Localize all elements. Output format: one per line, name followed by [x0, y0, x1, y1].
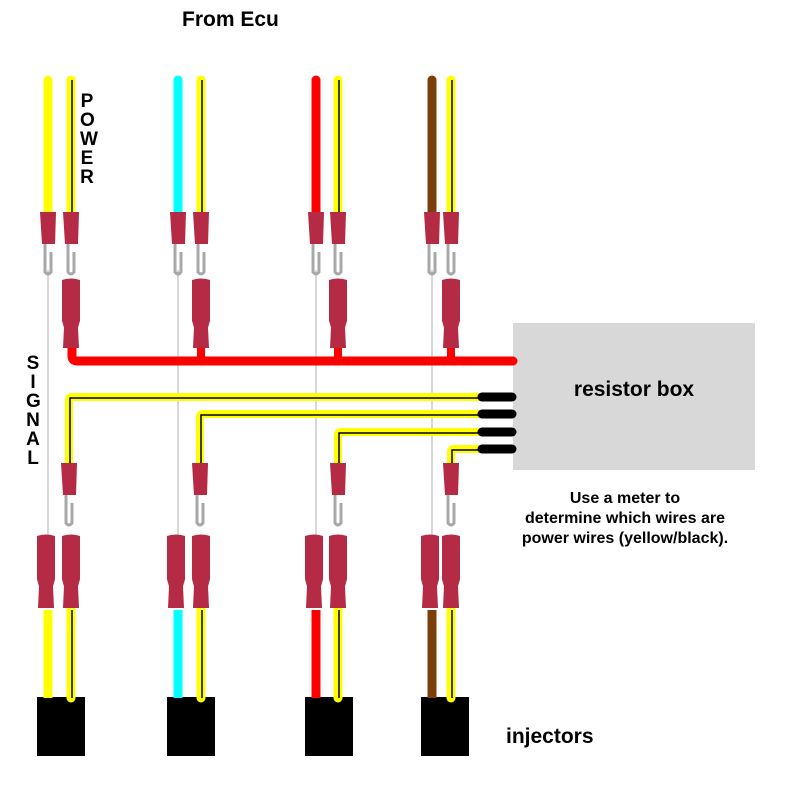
- power-label: POWER: [80, 91, 98, 188]
- connector-sleeve: [443, 463, 459, 495]
- connector-pin: [446, 495, 456, 527]
- connector-sleeve: [192, 278, 210, 348]
- connector-pin: [173, 244, 183, 276]
- connector-sleeve: [193, 212, 209, 244]
- female-connector: [329, 278, 347, 348]
- note-line-3: power wires (yellow/black).: [521, 530, 729, 547]
- connector-pin: [427, 244, 437, 276]
- connector-sleeve: [421, 534, 439, 608]
- connector-layer: [37, 212, 460, 608]
- injector-block: [305, 697, 353, 756]
- male-spade-connector: [330, 463, 346, 527]
- connector-pin: [333, 495, 343, 527]
- connector-sleeve: [63, 212, 79, 244]
- connector-pin: [196, 244, 206, 276]
- connector-sleeve: [329, 278, 347, 348]
- connector-sleeve: [329, 534, 347, 608]
- signal-wire-stripe: [200, 414, 485, 465]
- male-spade-connector: [61, 463, 77, 527]
- injectors-label: injectors: [506, 725, 594, 748]
- connector-sleeve: [330, 463, 346, 495]
- female-connector: [329, 534, 347, 608]
- power-bus-wire: [67, 343, 518, 366]
- connector-pin: [333, 244, 343, 276]
- male-spade-connector: [170, 212, 186, 276]
- wire-layer: [43, 75, 518, 703]
- male-spade-connector: [63, 212, 79, 276]
- connector-pin: [446, 244, 456, 276]
- connector-sleeve: [330, 212, 346, 244]
- signal-wire-stripe: [69, 397, 485, 465]
- bus-tap: [197, 348, 205, 358]
- connector-sleeve: [308, 212, 324, 244]
- female-connector: [442, 534, 460, 608]
- connector-sleeve: [424, 212, 440, 244]
- connector-pin: [64, 495, 74, 527]
- connector-sleeve: [40, 212, 56, 244]
- signal-wire: [196, 410, 485, 465]
- note-line-1: Use a meter to: [569, 490, 681, 507]
- connector-sleeve: [61, 463, 77, 495]
- male-spade-connector: [443, 212, 459, 276]
- male-spade-connector: [192, 463, 208, 527]
- female-connector: [62, 278, 80, 348]
- injector-block: [37, 697, 85, 756]
- signal-wire-stripe: [451, 449, 485, 465]
- connector-sleeve: [305, 534, 323, 608]
- connector-sleeve: [62, 534, 80, 608]
- bus-tap: [447, 348, 455, 358]
- connector-sleeve: [167, 534, 185, 608]
- female-connector: [192, 278, 210, 348]
- resistor-box-label: resistor box: [573, 378, 695, 401]
- connector-pin: [43, 244, 53, 276]
- male-spade-connector: [40, 212, 56, 276]
- connector-pin: [195, 495, 205, 527]
- signal-label: SIGNAL: [26, 353, 41, 469]
- connector-sleeve: [192, 534, 210, 608]
- connector-sleeve: [442, 278, 460, 348]
- connector-pin: [66, 244, 76, 276]
- male-spade-connector: [193, 212, 209, 276]
- connector-sleeve: [442, 534, 460, 608]
- signal-wire-stripe: [338, 432, 485, 465]
- connector-sleeve: [62, 278, 80, 348]
- male-spade-connector: [308, 212, 324, 276]
- bus-tap: [334, 348, 342, 358]
- resistor-box: [513, 323, 755, 470]
- background-layer: [37, 270, 755, 756]
- male-spade-connector: [424, 212, 440, 276]
- diagram-title: From Ecu: [182, 8, 279, 31]
- meter-note: Use a meter to determine which wires are…: [480, 489, 770, 549]
- connector-pin: [311, 244, 321, 276]
- injector-block: [421, 697, 469, 756]
- note-line-2: determine which wires are: [524, 510, 726, 527]
- injector-block: [167, 697, 215, 756]
- male-spade-connector: [443, 463, 459, 527]
- female-connector: [192, 534, 210, 608]
- connector-sleeve: [37, 534, 55, 608]
- female-connector: [421, 534, 439, 608]
- female-connector: [167, 534, 185, 608]
- female-connector: [305, 534, 323, 608]
- female-connector: [37, 534, 55, 608]
- female-connector: [442, 278, 460, 348]
- connector-sleeve: [443, 212, 459, 244]
- connector-sleeve: [170, 212, 186, 244]
- connector-sleeve: [192, 463, 208, 495]
- female-connector: [62, 534, 80, 608]
- male-spade-connector: [330, 212, 346, 276]
